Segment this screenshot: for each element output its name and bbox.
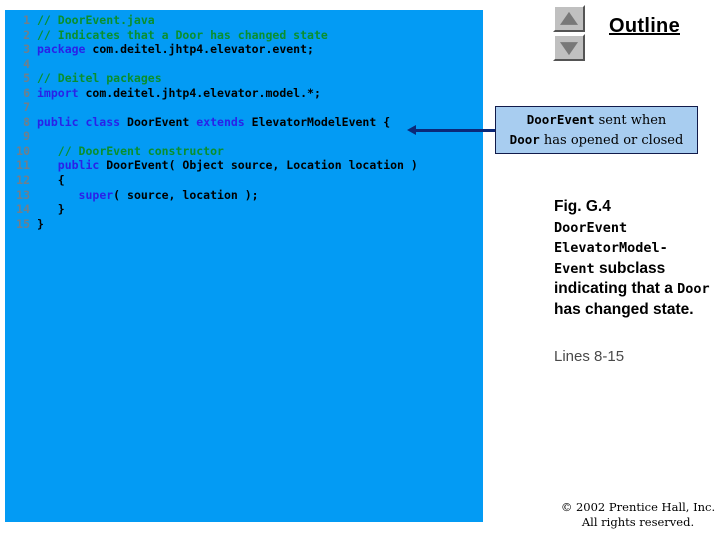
code-token: // DoorEvent constructor xyxy=(57,143,224,158)
code-line-number: 6 xyxy=(23,85,30,100)
code-line-number: 15 xyxy=(16,216,30,231)
code-token: public xyxy=(57,158,100,173)
outline-title: Outline xyxy=(609,15,680,37)
code-line: 5 // Deitel packages xyxy=(5,71,483,86)
code-line: 8 public class DoorEvent extends Elevator… xyxy=(5,115,483,130)
code-token: ( source, location ); xyxy=(113,187,259,202)
caption-text-2: has changed state. xyxy=(554,300,694,318)
callout-code-1: DoorEvent xyxy=(526,112,595,127)
code-token: { xyxy=(57,173,65,188)
code-line: 14 } xyxy=(5,202,483,217)
scroll-down-button[interactable] xyxy=(553,34,585,61)
code-token: } xyxy=(37,216,44,231)
code-lines[interactable]: 1 // DoorEvent.java 2 // Indicates that a D… xyxy=(5,13,483,231)
caption-code-3: Event xyxy=(554,260,595,277)
code-token: import xyxy=(37,85,79,100)
code-line-number: 12 xyxy=(16,173,30,188)
code-line-number: 11 xyxy=(16,158,30,173)
figure-caption: Fig. G.4 DoorEvent ElevatorModel- Event … xyxy=(554,197,714,320)
caption-code-1: DoorEvent xyxy=(554,219,628,236)
code-line-number: 8 xyxy=(23,114,30,129)
figure-label: Fig. G.4 xyxy=(554,198,611,215)
code-indent xyxy=(37,144,58,158)
copyright-line: © 2002 Prentice Hall, Inc. xyxy=(560,500,716,514)
footer: © 2002 Prentice Hall, Inc. All rights re… xyxy=(558,500,718,530)
code-token: com.deitel.jhtp4.elevator.model.*; xyxy=(78,85,321,100)
code-listing-panel: 1 // DoorEvent.java 2 // Indicates that a D… xyxy=(5,10,483,522)
code-line-number: 7 xyxy=(23,100,30,115)
callout-arrow-head-icon xyxy=(407,125,416,135)
code-line-number: 9 xyxy=(23,129,30,144)
callout-box: DoorEvent sent when Door has opened or c… xyxy=(495,106,698,154)
code-indent xyxy=(37,202,58,216)
code-line-number: 4 xyxy=(23,56,30,71)
code-line-number: 10 xyxy=(16,143,30,158)
callout-code-2: Door xyxy=(509,132,540,147)
code-token: public class xyxy=(37,114,121,129)
code-line: 2 // Indicates that a Door has changed st… xyxy=(5,28,483,43)
scroll-up-button[interactable] xyxy=(553,5,585,32)
code-line-number: 13 xyxy=(16,187,30,202)
code-line: 10 // DoorEvent constructor xyxy=(5,144,483,159)
code-line: 13 super( source, location ); xyxy=(5,188,483,203)
triangle-down-icon xyxy=(560,41,578,55)
code-line: 6 import com.deitel.jhtp4.elevator.model.… xyxy=(5,86,483,101)
callout-text-1: sent when xyxy=(594,113,667,128)
caption-code-4: Door xyxy=(677,281,710,297)
code-line: 12 { xyxy=(5,173,483,188)
code-token: package xyxy=(37,42,86,57)
code-line-number: 2 xyxy=(23,27,30,42)
code-line: 15} xyxy=(5,217,483,232)
code-line: 3 package com.deitel.jhtp4.elevator.event… xyxy=(5,42,483,57)
code-token: com.deitel.jhtp4.elevator.event; xyxy=(85,42,314,57)
code-token: } xyxy=(57,202,65,217)
code-token: DoorEvent xyxy=(120,114,197,129)
code-line: 1 // DoorEvent.java xyxy=(5,13,483,28)
caption-code-2: ElevatorModel- xyxy=(554,240,668,256)
caption-text-1: subclass indicating that a xyxy=(554,259,678,298)
code-line-number: 3 xyxy=(23,42,30,57)
callout-arrow-shaft xyxy=(413,129,499,132)
code-line: 4 xyxy=(5,57,483,72)
code-token: DoorEvent( Object source, Location locat… xyxy=(99,158,418,173)
rights-line: All rights reserved. xyxy=(581,515,695,529)
code-token: // Indicates that a Door has changed sta… xyxy=(37,27,328,42)
callout-line-2: Door has opened or closed xyxy=(496,130,697,150)
code-indent xyxy=(37,188,79,202)
code-token: // DoorEvent.java xyxy=(37,13,155,27)
code-token: extends xyxy=(196,114,245,129)
code-line-number: 1 xyxy=(23,13,30,27)
code-indent xyxy=(37,173,58,187)
callout-line-1: DoorEvent sent when xyxy=(496,110,697,130)
code-line: 7 xyxy=(5,100,483,115)
code-line-number: 14 xyxy=(16,202,30,217)
code-indent xyxy=(37,158,58,172)
callout-text-2: has opened or closed xyxy=(539,133,684,148)
code-token: ElevatorModelEvent { xyxy=(244,114,391,129)
triangle-up-icon xyxy=(560,11,578,25)
code-token: // Deitel packages xyxy=(37,71,162,86)
code-token: super xyxy=(78,187,114,202)
code-line: 9 xyxy=(5,129,483,144)
lines-reference: Lines 8-15 xyxy=(554,348,625,365)
code-line: 11 public DoorEvent( Object source, Loca… xyxy=(5,158,483,173)
code-line-number: 5 xyxy=(23,71,30,86)
